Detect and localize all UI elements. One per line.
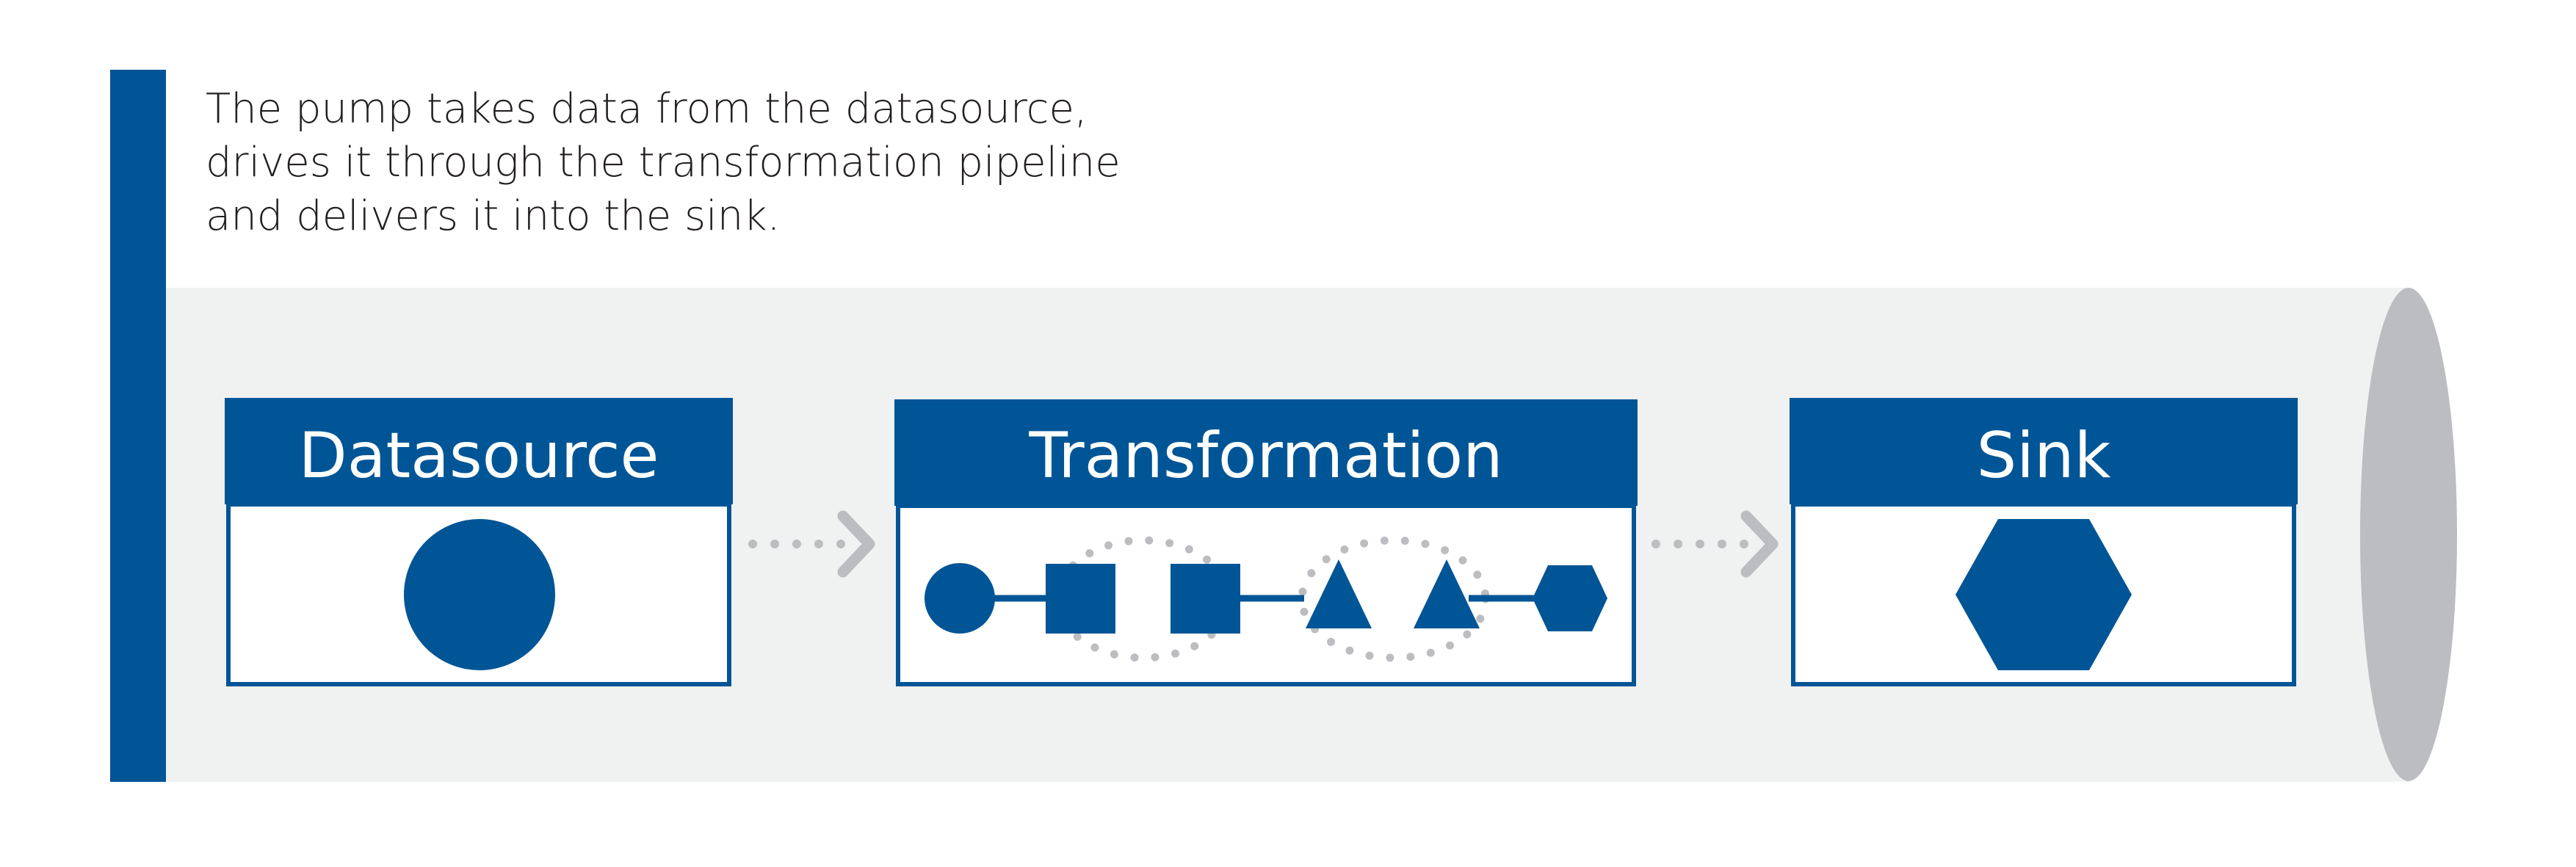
connector-transformation-to-sink bbox=[1651, 510, 1779, 578]
caption-line: and delivers it into the sink. bbox=[206, 192, 781, 240]
transformation-title: Transformation bbox=[1028, 419, 1502, 493]
dotted-line bbox=[748, 540, 845, 548]
transformation-box: Transformation bbox=[894, 399, 1638, 686]
caption-line: drives it through the transformation pip… bbox=[206, 139, 1121, 186]
square-icon bbox=[1046, 564, 1115, 634]
datasource-title: Datasource bbox=[299, 419, 659, 493]
datasource-box: Datasource bbox=[225, 398, 733, 686]
hexagon-icon bbox=[1955, 519, 2132, 670]
datasource-header bbox=[225, 398, 733, 504]
triangle-icon bbox=[1414, 559, 1480, 628]
square-icon bbox=[1171, 564, 1240, 634]
caption: The pump takes data from the datasource,… bbox=[206, 82, 1121, 243]
pump-bar bbox=[110, 70, 166, 782]
pipe-end-cap bbox=[2360, 288, 2457, 781]
connector-datasource-to-transformation bbox=[748, 510, 875, 578]
caption-line: The pump takes data from the datasource, bbox=[206, 85, 1088, 133]
transformation-header bbox=[894, 399, 1638, 506]
circle-icon bbox=[404, 519, 555, 670]
chevron-right-icon bbox=[1740, 510, 1779, 578]
sink-header bbox=[1790, 398, 2298, 504]
dotted-line bbox=[1651, 540, 1748, 548]
sink-box: Sink bbox=[1790, 398, 2298, 686]
hexagon-icon bbox=[1533, 565, 1607, 631]
circle-icon bbox=[925, 563, 995, 634]
chevron-right-icon bbox=[837, 510, 875, 578]
sink-title: Sink bbox=[1977, 419, 2111, 493]
triangle-icon bbox=[1306, 559, 1372, 628]
